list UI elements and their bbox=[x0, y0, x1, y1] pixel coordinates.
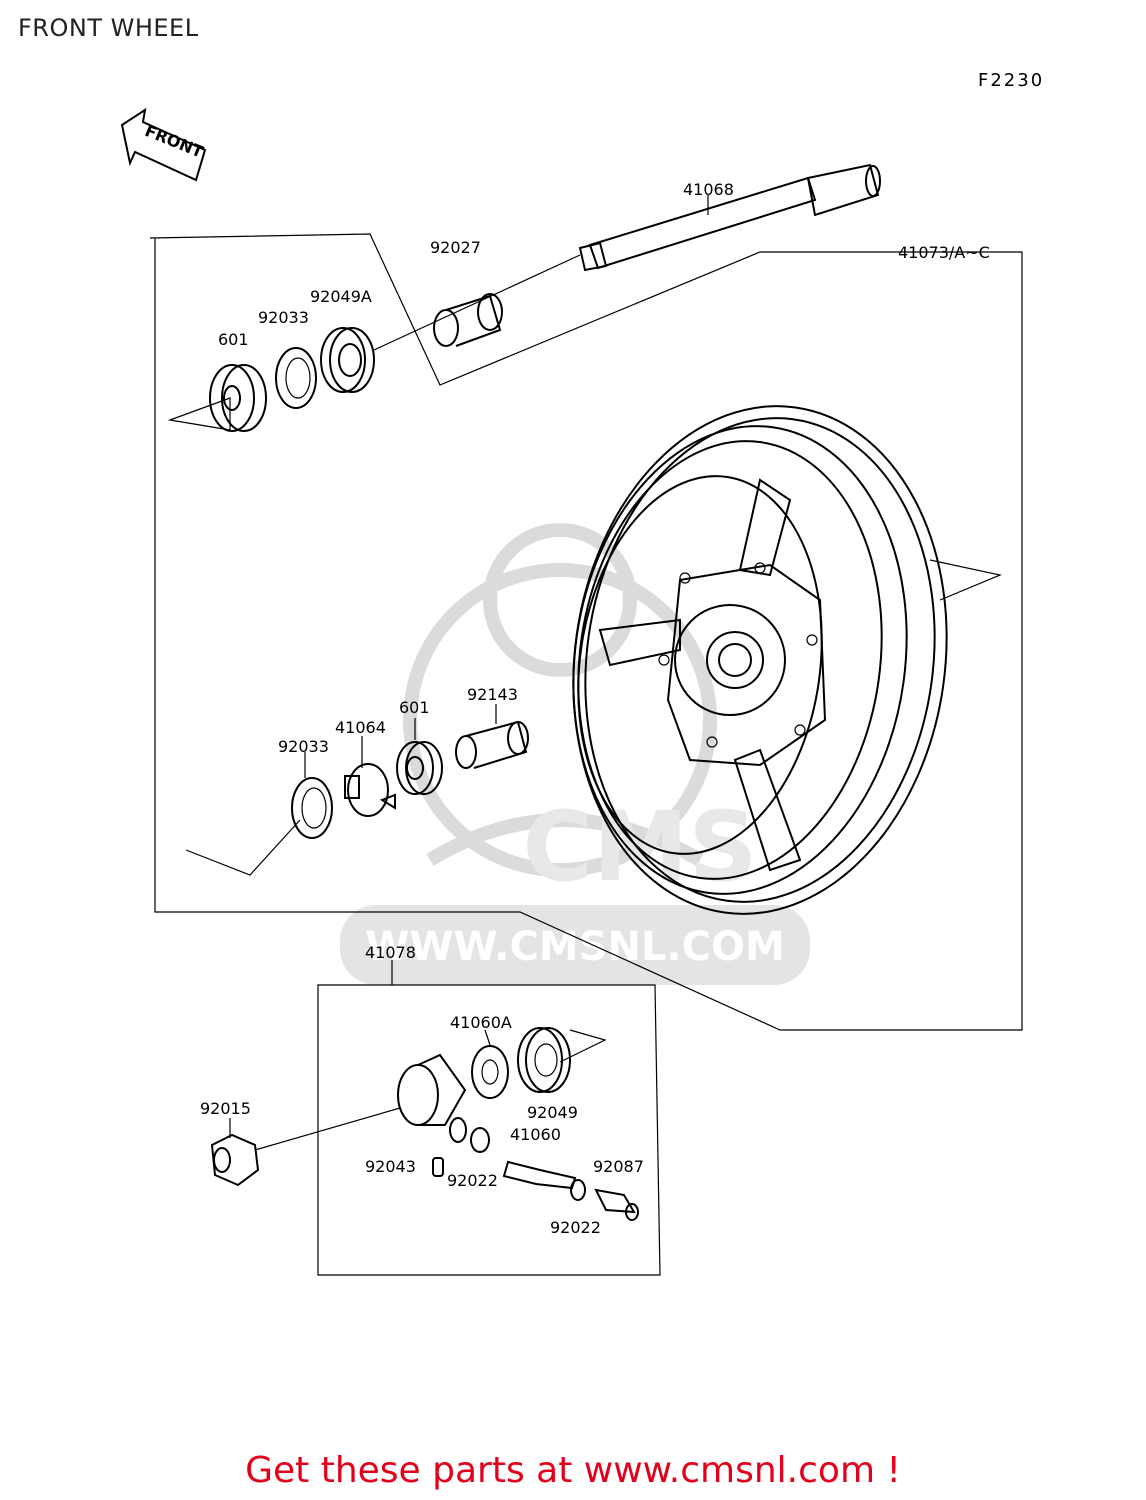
retainer-41064 bbox=[344, 763, 396, 817]
front-arrow-icon: FRONT bbox=[120, 107, 207, 182]
front-arrow-label: FRONT bbox=[142, 121, 206, 162]
pinion-41060 bbox=[502, 1160, 577, 1190]
label-92087: 92087 bbox=[593, 1157, 644, 1176]
front-wheel bbox=[572, 405, 948, 915]
label-41078: 41078 bbox=[365, 943, 416, 962]
label-92049A: 92049A bbox=[310, 287, 372, 306]
footer-link[interactable]: Get these parts at www.cmsnl.com ! bbox=[245, 1450, 901, 1491]
label-92049: 92049 bbox=[527, 1103, 578, 1122]
watermark-logo: CMS bbox=[522, 791, 757, 903]
label-41060A: 41060A bbox=[450, 1013, 512, 1032]
page-title: FRONT WHEEL bbox=[18, 14, 199, 42]
seal-92049A bbox=[320, 327, 375, 393]
label-41068: 41068 bbox=[683, 180, 734, 199]
label-601-mid: 601 bbox=[399, 698, 430, 717]
bearing-601-mid bbox=[396, 741, 443, 795]
label-92027: 92027 bbox=[430, 238, 481, 257]
speedo-frame bbox=[317, 984, 661, 1276]
label-92022-b: 92022 bbox=[550, 1218, 601, 1237]
label-92033-mid: 92033 bbox=[278, 737, 329, 756]
circlip-92033-mid bbox=[291, 777, 333, 839]
assembly-frame bbox=[149, 233, 1023, 1031]
diagram-code: F2230 bbox=[978, 70, 1045, 91]
pin-92043 bbox=[432, 1157, 444, 1177]
bearing-601-top bbox=[209, 364, 267, 432]
label-92043: 92043 bbox=[365, 1157, 416, 1176]
circlip-92033-top bbox=[275, 347, 317, 409]
gear-41060A bbox=[471, 1045, 509, 1099]
label-41060: 41060 bbox=[510, 1125, 561, 1144]
watermark-url: WWW.CMSNL.COM bbox=[365, 924, 785, 970]
label-41064: 41064 bbox=[335, 718, 386, 737]
label-92033-top: 92033 bbox=[258, 308, 309, 327]
label-92022-a: 92022 bbox=[447, 1171, 498, 1190]
washer-92022-b bbox=[570, 1179, 586, 1201]
seal-92049 bbox=[517, 1027, 571, 1093]
label-92015: 92015 bbox=[200, 1099, 251, 1118]
label-601-top: 601 bbox=[218, 330, 249, 349]
label-41073: 41073/A~C bbox=[898, 243, 990, 262]
nut-92015 bbox=[210, 1133, 260, 1187]
collar-92027 bbox=[433, 293, 503, 347]
axle-41068 bbox=[578, 163, 881, 272]
watermark: WWW.CMSNL.COM CMS bbox=[340, 523, 810, 985]
speedo-housing-41078 bbox=[397, 1053, 467, 1143]
washer-92022-a bbox=[470, 1127, 490, 1153]
bushing-92087 bbox=[594, 1188, 639, 1221]
spacer-92143 bbox=[455, 720, 529, 769]
label-92143: 92143 bbox=[467, 685, 518, 704]
